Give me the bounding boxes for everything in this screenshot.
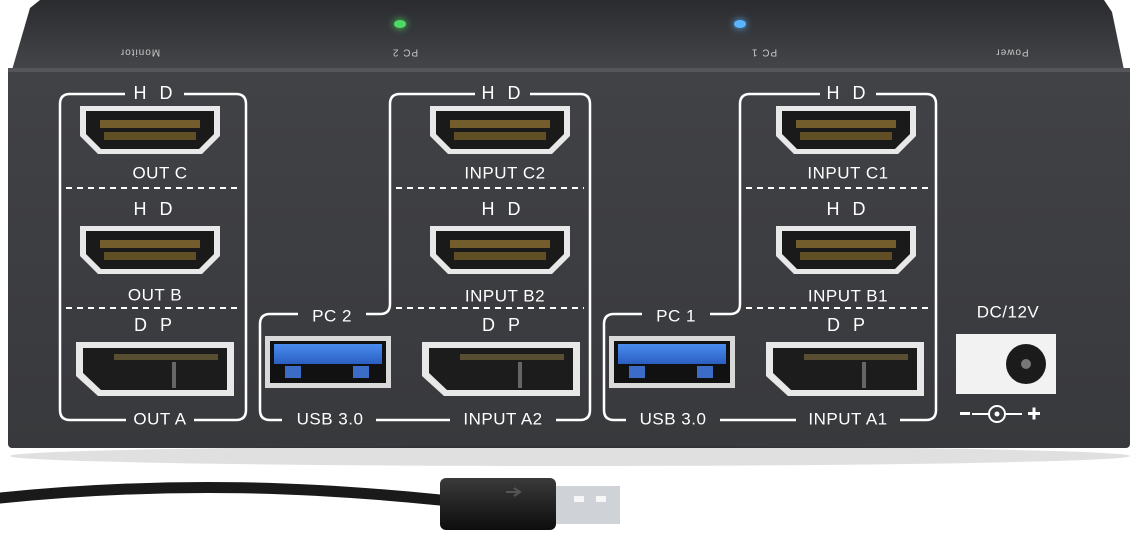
label-hd: H D [826, 83, 870, 103]
label-input-b2: INPUT B2 [464, 286, 546, 306]
label-out-c: OUT C [132, 163, 188, 183]
dp-port-out-a[interactable] [76, 342, 234, 396]
usb-port-pc2[interactable] [265, 336, 391, 388]
pc2-group-frame [258, 92, 592, 422]
usb-cable [0, 481, 446, 506]
label-hd: H D [826, 199, 870, 219]
led-pc1-icon [734, 20, 746, 28]
label-input-c2: INPUT C2 [464, 163, 546, 183]
device-edge [8, 68, 1130, 72]
hdmi-port-input-c1[interactable] [776, 106, 916, 154]
usb-port-pc1[interactable] [609, 336, 735, 388]
hdmi-port-input-c2[interactable] [430, 106, 570, 154]
top-label-monitor: Monitor [119, 46, 161, 58]
hdmi-port-input-b1[interactable] [776, 226, 916, 274]
hdmi-port-input-b2[interactable] [430, 226, 570, 274]
dp-port-input-a1[interactable] [766, 342, 924, 396]
label-hd: H D [133, 199, 177, 219]
label-usb: USB 3.0 [296, 409, 364, 429]
label-hd: H D [481, 83, 525, 103]
top-label-pc1: PC 1 [750, 46, 778, 58]
polarity-symbol [960, 405, 1040, 423]
pc1-group-frame [602, 92, 938, 422]
top-label-pc2: PC 2 [391, 46, 419, 58]
led-pc2-icon [394, 20, 406, 28]
label-hd: H D [481, 199, 525, 219]
label-dp: D P [133, 315, 177, 335]
label-dc-12v: DC/12V [976, 302, 1040, 322]
top-label-power: Power [995, 46, 1029, 58]
device-top [12, 0, 1124, 70]
label-out-a: OUT A [133, 409, 187, 429]
hdmi-port-out-c[interactable] [80, 106, 220, 154]
label-out-b: OUT B [127, 285, 183, 305]
label-input-c1: INPUT C1 [807, 163, 889, 183]
device-shadow [10, 446, 1130, 466]
hdmi-port-out-b[interactable] [80, 226, 220, 274]
label-input-a2: INPUT A2 [463, 409, 543, 429]
label-input-a1: INPUT A1 [808, 409, 888, 429]
label-usb: USB 3.0 [639, 409, 707, 429]
label-dp: D P [826, 315, 870, 335]
usb-plug-housing [440, 478, 556, 530]
label-hd: H D [133, 83, 177, 103]
label-pc1: PC 1 [656, 306, 696, 326]
label-pc2: PC 2 [312, 306, 352, 326]
monitor-group-frame [58, 92, 248, 422]
label-input-b1: INPUT B1 [807, 286, 889, 306]
label-dp: D P [481, 315, 525, 335]
dp-port-input-a2[interactable] [422, 342, 580, 396]
usb-plug-connector [556, 486, 620, 524]
